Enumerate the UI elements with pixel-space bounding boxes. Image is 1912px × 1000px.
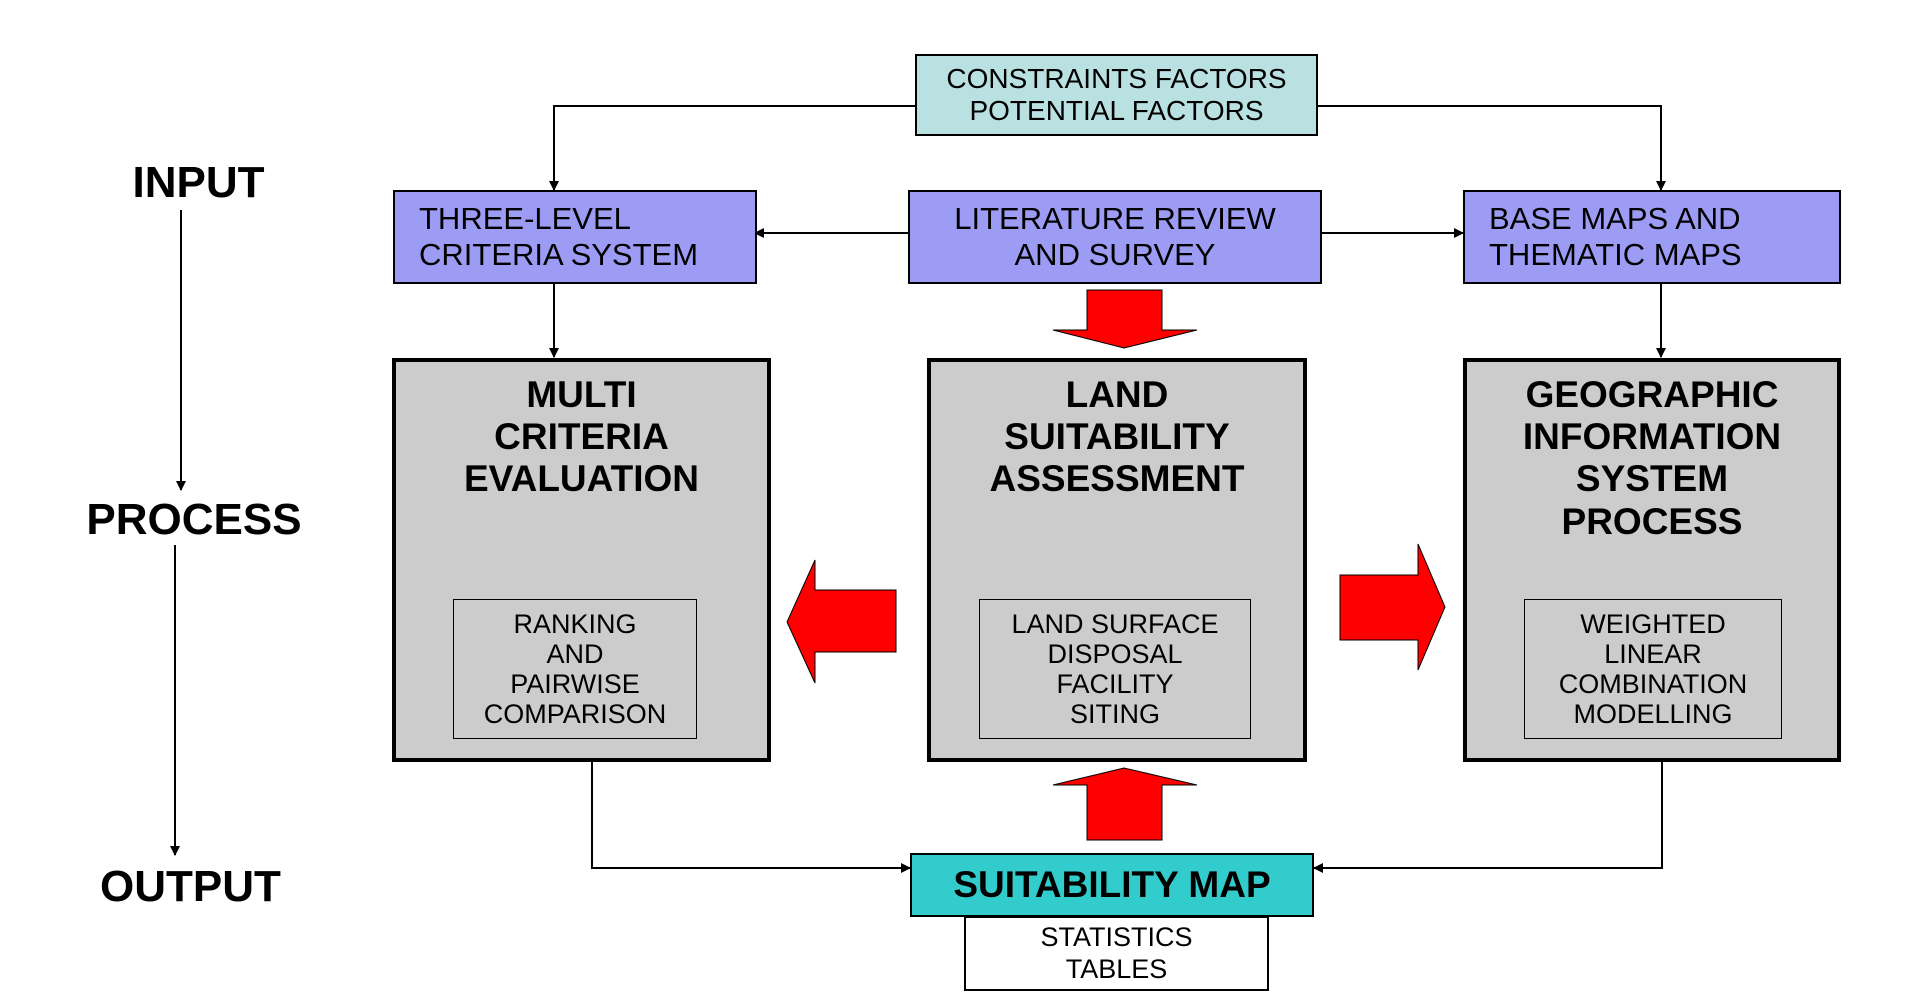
connector-factors-to-criteria bbox=[549, 105, 918, 191]
lsa-method-line-2: DISPOSAL bbox=[1047, 638, 1183, 669]
suitability-map-box: SUITABILITY MAP bbox=[910, 853, 1314, 917]
mce-method-line-3: PAIRWISE bbox=[510, 669, 640, 699]
mce-title-line-3: EVALUATION bbox=[463, 458, 699, 500]
output-details-box: STATISTICS TABLES bbox=[964, 916, 1269, 991]
base-maps-box: BASE MAPS AND THEMATIC MAPS bbox=[1463, 190, 1841, 284]
lsa-method-line-4: SITING bbox=[1069, 699, 1160, 730]
base-maps-line-1: BASE MAPS AND bbox=[1489, 201, 1741, 237]
lsa-method-box: LAND SURFACE DISPOSAL FACILITY SITING bbox=[979, 599, 1251, 739]
gis-method-line-1: WEIGHTED bbox=[1580, 608, 1726, 639]
mce-title-line-1: MULTI bbox=[526, 374, 637, 415]
criteria-system-line-2: CRITERIA SYSTEM bbox=[419, 237, 699, 272]
gis-title-line-3: SYSTEM bbox=[1575, 458, 1729, 500]
stage-label-output: OUTPUT bbox=[100, 862, 281, 911]
literature-line-2: AND SURVEY bbox=[1014, 237, 1216, 272]
criteria-system-line-1: THREE-LEVEL bbox=[419, 201, 631, 237]
factors-line-1: CONSTRAINTS FACTORS bbox=[946, 62, 1287, 94]
mce-method-line-4: COMPARISON bbox=[483, 699, 667, 730]
gis-title-line-4: PROCESS bbox=[1561, 500, 1743, 542]
block-arrow-lsa-to-mce bbox=[786, 559, 897, 684]
block-arrow-output-to-lsa bbox=[1052, 767, 1198, 841]
base-maps-line-2: THEMATIC MAPS bbox=[1489, 237, 1742, 272]
literature-line-1: LITERATURE REVIEW bbox=[954, 201, 1276, 237]
factors-box: CONSTRAINTS FACTORS POTENTIAL FACTORS bbox=[915, 54, 1318, 136]
output-details-line-1: STATISTICS bbox=[1040, 922, 1193, 953]
lsa-title-line-3: ASSESSMENT bbox=[989, 458, 1245, 500]
mce-method-line-1: RANKING bbox=[513, 608, 637, 639]
gis-method-line-4: MODELLING bbox=[1573, 699, 1733, 730]
gis-method-box: WEIGHTED LINEAR COMBINATION MODELLING bbox=[1524, 599, 1782, 739]
connector-gis-to-output bbox=[1313, 762, 1663, 873]
lsa-title: LAND SUITABILITY ASSESSMENT bbox=[990, 374, 1245, 501]
lsa-method-line-3: FACILITY bbox=[1056, 669, 1174, 699]
lsa-title-line-2: SUITABILITY bbox=[1004, 416, 1230, 458]
output-details-line-2: TABLES bbox=[1065, 953, 1168, 984]
connector-factors-to-basemaps bbox=[1315, 105, 1666, 191]
lsa-method-line-1: LAND SURFACE bbox=[1011, 608, 1219, 639]
stage-label-input: INPUT bbox=[132, 158, 265, 207]
lsa-title-line-1: LAND bbox=[1065, 374, 1169, 415]
connector-mce-to-output bbox=[591, 762, 911, 873]
block-arrow-literature-to-lsa bbox=[1052, 289, 1198, 349]
gis-title: GEOGRAPHIC INFORMATION SYSTEM PROCESS bbox=[1523, 374, 1781, 543]
gis-method-line-3: COMBINATION bbox=[1558, 669, 1748, 699]
factors-line-2: POTENTIAL FACTORS bbox=[969, 95, 1264, 126]
block-arrow-lsa-to-gis bbox=[1339, 543, 1446, 671]
gis-method-line-2: LINEAR bbox=[1604, 638, 1702, 669]
gis-title-line-1: GEOGRAPHIC bbox=[1525, 374, 1779, 415]
mce-method-line-2: AND bbox=[546, 638, 604, 669]
mce-title: MULTI CRITERIA EVALUATION bbox=[464, 374, 699, 501]
literature-review-box: LITERATURE REVIEW AND SURVEY bbox=[908, 190, 1322, 284]
criteria-system-box: THREE-LEVEL CRITERIA SYSTEM bbox=[393, 190, 757, 284]
gis-title-line-2: INFORMATION bbox=[1522, 416, 1782, 458]
mce-title-line-2: CRITERIA bbox=[494, 416, 669, 458]
mce-method-box: RANKING AND PAIRWISE COMPARISON bbox=[453, 599, 697, 739]
stage-label-process: PROCESS bbox=[86, 495, 302, 544]
